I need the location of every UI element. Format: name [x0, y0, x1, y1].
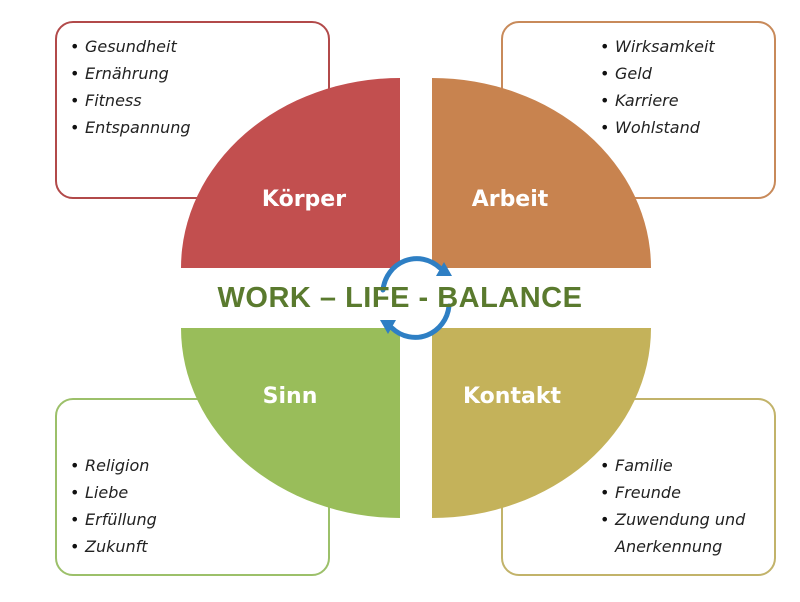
label-kontakt: Kontakt — [463, 384, 561, 409]
list-item: Wohlstand — [598, 114, 715, 141]
list-kontakt: Familie Freunde Zuwendung und Anerkennun… — [598, 452, 765, 560]
list-item: Zukunft — [68, 533, 157, 560]
list-item: Liebe — [68, 479, 157, 506]
list-item: Erfüllung — [68, 506, 157, 533]
diagram-title: WORK – LIFE - BALANCE — [217, 282, 583, 314]
list-item: Geld — [598, 60, 715, 87]
quadrant-sinn — [181, 328, 400, 518]
quadrant-koerper — [181, 78, 400, 268]
list-item: Religion — [68, 452, 157, 479]
arrowheads-icon — [380, 262, 452, 334]
list-item: Fitness — [68, 87, 191, 114]
list-item: Karriere — [598, 87, 715, 114]
list-item: Wirksamkeit — [598, 33, 715, 60]
list-sinn: Religion Liebe Erfüllung Zukunft — [68, 452, 157, 560]
list-item: Freunde — [598, 479, 765, 506]
list-item: Ernährung — [68, 60, 191, 87]
list-koerper: Gesundheit Ernährung Fitness Entspannung — [68, 33, 191, 141]
label-sinn: Sinn — [263, 384, 318, 409]
label-arbeit: Arbeit — [472, 187, 549, 212]
label-koerper: Körper — [262, 187, 346, 212]
list-arbeit: Wirksamkeit Geld Karriere Wohlstand — [598, 33, 715, 141]
list-item: Familie — [598, 452, 765, 479]
list-item: Gesundheit — [68, 33, 191, 60]
cycle-backing — [378, 258, 454, 338]
quadrant-arbeit — [432, 78, 651, 268]
quadrant-kontakt — [432, 328, 651, 518]
cycle-arrows-icon — [380, 256, 452, 340]
list-item: Zuwendung und Anerkennung — [598, 506, 765, 560]
list-item: Entspannung — [68, 114, 191, 141]
